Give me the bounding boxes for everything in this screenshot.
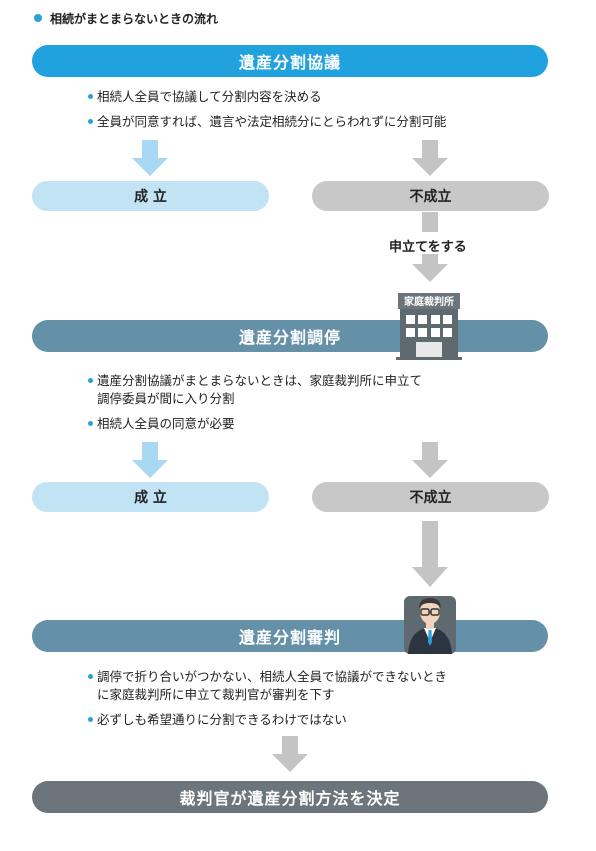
arrow-down-blue xyxy=(132,140,168,178)
judge-icon xyxy=(400,588,460,654)
bullet-item: 調停で折り合いがつかない、相続人全員で協議ができないとき に家庭裁判所に申立て裁… xyxy=(88,668,447,704)
connector-label: 申立てをする xyxy=(389,240,467,255)
stage-kyogi-bullets: 相続人全員で協議して分割内容を決める 全員が同意すれば、遺言や法定相続分にとらわ… xyxy=(88,88,446,138)
arrow-down-gray xyxy=(412,212,448,232)
bullet-item: 相続人全員の同意が必要 xyxy=(88,415,422,433)
bullet-dot-icon xyxy=(34,14,42,22)
courthouse-icon: 家庭裁判所 xyxy=(394,291,464,361)
stage-chotei-success: 成 立 xyxy=(32,482,269,512)
arrow-down-blue xyxy=(132,442,168,480)
arrow-down-gray xyxy=(272,736,308,774)
bullet-item: 全員が同意すれば、遺言や法定相続分にとらわれずに分割可能 xyxy=(88,113,446,131)
stage-kyogi-success: 成 立 xyxy=(32,181,269,211)
stage-shinpan-bar: 遺産分割審判 xyxy=(32,620,548,652)
stage-shinpan-bullets: 調停で折り合いがつかない、相続人全員で協議ができないとき に家庭裁判所に申立て裁… xyxy=(88,668,447,736)
stage-kyogi-bar: 遺産分割協議 xyxy=(32,45,548,77)
stage-chotei-bullets: 遺産分割協議がまとまらないときは、家庭裁判所に申立て 調停委員が間に入り分割 相… xyxy=(88,372,422,440)
stage-chotei-fail: 不成立 xyxy=(312,482,549,512)
diagram-title: 相続がまとまらないときの流れ xyxy=(34,9,218,27)
arrow-down-gray xyxy=(412,442,448,480)
arrow-down-gray xyxy=(412,140,448,178)
arrow-down-gray xyxy=(412,254,448,284)
diagram-title-text: 相続がまとまらないときの流れ xyxy=(50,11,219,26)
bullet-item: 遺産分割協議がまとまらないときは、家庭裁判所に申立て 調停委員が間に入り分割 xyxy=(88,372,422,408)
final-decision-bar: 裁判官が遺産分割方法を決定 xyxy=(32,781,548,813)
bullet-item: 必ずしも希望通りに分割できるわけではない xyxy=(88,711,447,729)
stage-chotei-bar: 遺産分割調停 xyxy=(32,320,548,352)
court-sign-text: 家庭裁判所 xyxy=(404,295,454,308)
stage-kyogi-fail: 不成立 xyxy=(312,181,549,211)
bullet-item: 相続人全員で協議して分割内容を決める xyxy=(88,88,446,106)
arrow-down-gray-long xyxy=(412,521,448,587)
